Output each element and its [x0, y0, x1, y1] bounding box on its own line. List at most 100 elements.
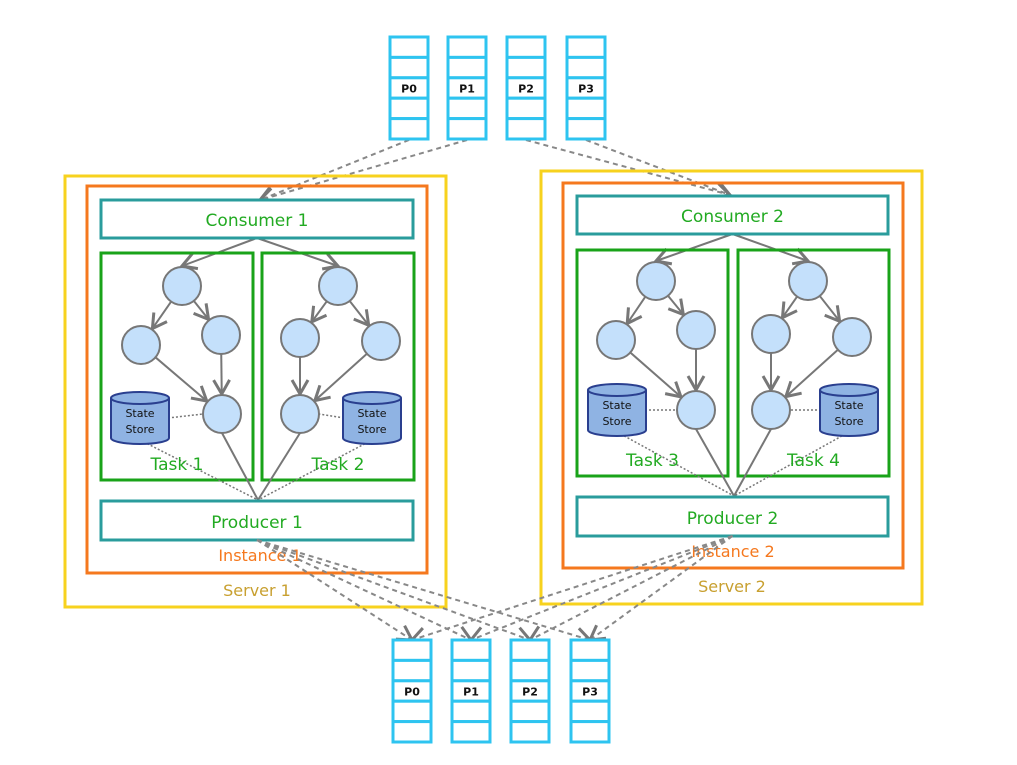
partition-slot	[565, 117, 607, 141]
stream-edge	[348, 300, 371, 328]
consumer-box	[99, 198, 415, 240]
partition-0: P0	[388, 35, 430, 141]
producer-label: Producer 1	[211, 513, 303, 533]
task-label: Task 3	[625, 451, 679, 471]
consume-arrow	[525, 139, 733, 201]
partition-slot	[569, 720, 611, 744]
producer-box	[575, 495, 890, 538]
produce-arrow	[587, 535, 734, 642]
processor-node	[596, 320, 636, 360]
produce-arrow	[409, 535, 733, 645]
processor-node	[361, 321, 401, 361]
stream-edge	[733, 428, 772, 497]
stream-edge	[780, 296, 798, 321]
partition-slot	[388, 35, 430, 59]
store-link	[318, 413, 345, 419]
stream-edge	[221, 432, 259, 501]
partition-1: P1	[450, 638, 492, 744]
partition-1: P1	[446, 35, 488, 141]
stream-edge	[312, 352, 368, 403]
partition-slot	[509, 699, 551, 724]
partition-slot	[505, 96, 547, 121]
state-store-label: Store	[357, 423, 386, 436]
partition-slot	[391, 658, 433, 683]
processor-node	[280, 394, 320, 434]
state-store-label: State	[125, 407, 154, 420]
server-box	[539, 169, 924, 606]
consume-arrow	[257, 139, 410, 204]
partition-slot	[388, 96, 430, 121]
stream-edge	[154, 356, 210, 403]
stream-edge	[150, 301, 172, 332]
task-box	[736, 248, 891, 478]
partition-label: P2	[518, 82, 534, 95]
stream-edge	[193, 300, 211, 322]
partition-label: P2	[522, 685, 538, 698]
task-label: Task 2	[311, 455, 365, 475]
task-box	[99, 251, 255, 482]
consumer-box	[575, 194, 890, 236]
processor-node	[201, 315, 241, 355]
processor-node	[788, 261, 828, 301]
partition-slot	[450, 699, 492, 724]
consume-arrow	[585, 139, 733, 199]
partition-2: P2	[509, 638, 551, 744]
task-label: Task 1	[150, 455, 204, 475]
partition-label: P3	[578, 82, 594, 95]
stream-edge	[310, 300, 328, 325]
state-store-label: Store	[125, 423, 154, 436]
server-label: Server 2	[698, 577, 766, 596]
partition-slot	[509, 720, 551, 744]
task-label: Task 4	[786, 451, 840, 471]
partition-slot	[505, 55, 547, 80]
partition-slot	[391, 720, 433, 744]
processor-node	[202, 394, 242, 434]
partition-slot	[565, 96, 607, 121]
partition-label: P0	[404, 685, 420, 698]
store-changelog-link	[733, 431, 850, 497]
processor-node	[751, 390, 791, 430]
instance-label: Instance 1	[218, 546, 301, 565]
produce-arrow	[256, 539, 415, 642]
store-changelog-link	[257, 439, 373, 501]
partition-slot	[565, 35, 607, 59]
partition-slot	[569, 638, 611, 662]
producer-box	[99, 499, 415, 542]
stream-edge	[732, 233, 811, 266]
state-store-label: Store	[834, 415, 863, 428]
partition-slot	[450, 658, 492, 683]
stream-edge	[625, 296, 647, 326]
partition-slot	[450, 638, 492, 662]
produce-arrow	[527, 535, 733, 643]
task-box	[575, 248, 730, 478]
stream-edge	[783, 348, 839, 399]
partition-slot	[569, 658, 611, 683]
processor-node	[676, 310, 716, 350]
partition-label: P3	[582, 685, 598, 698]
partition-slot	[509, 658, 551, 683]
partition-0: P0	[391, 638, 433, 744]
stream-edge	[257, 432, 301, 501]
partition-slot	[391, 699, 433, 724]
processor-node	[162, 266, 202, 306]
partition-slot	[388, 117, 430, 141]
partition-slot	[565, 55, 607, 80]
state-store-label: State	[602, 399, 631, 412]
processor-node	[636, 261, 676, 301]
state-store-label: State	[357, 407, 386, 420]
processor-node	[676, 390, 716, 430]
server-label: Server 1	[223, 581, 291, 600]
server-box	[63, 174, 448, 609]
partition-slot	[446, 55, 488, 80]
instance-box	[85, 184, 429, 575]
state-store-label: State	[834, 399, 863, 412]
partition-slot	[446, 96, 488, 121]
